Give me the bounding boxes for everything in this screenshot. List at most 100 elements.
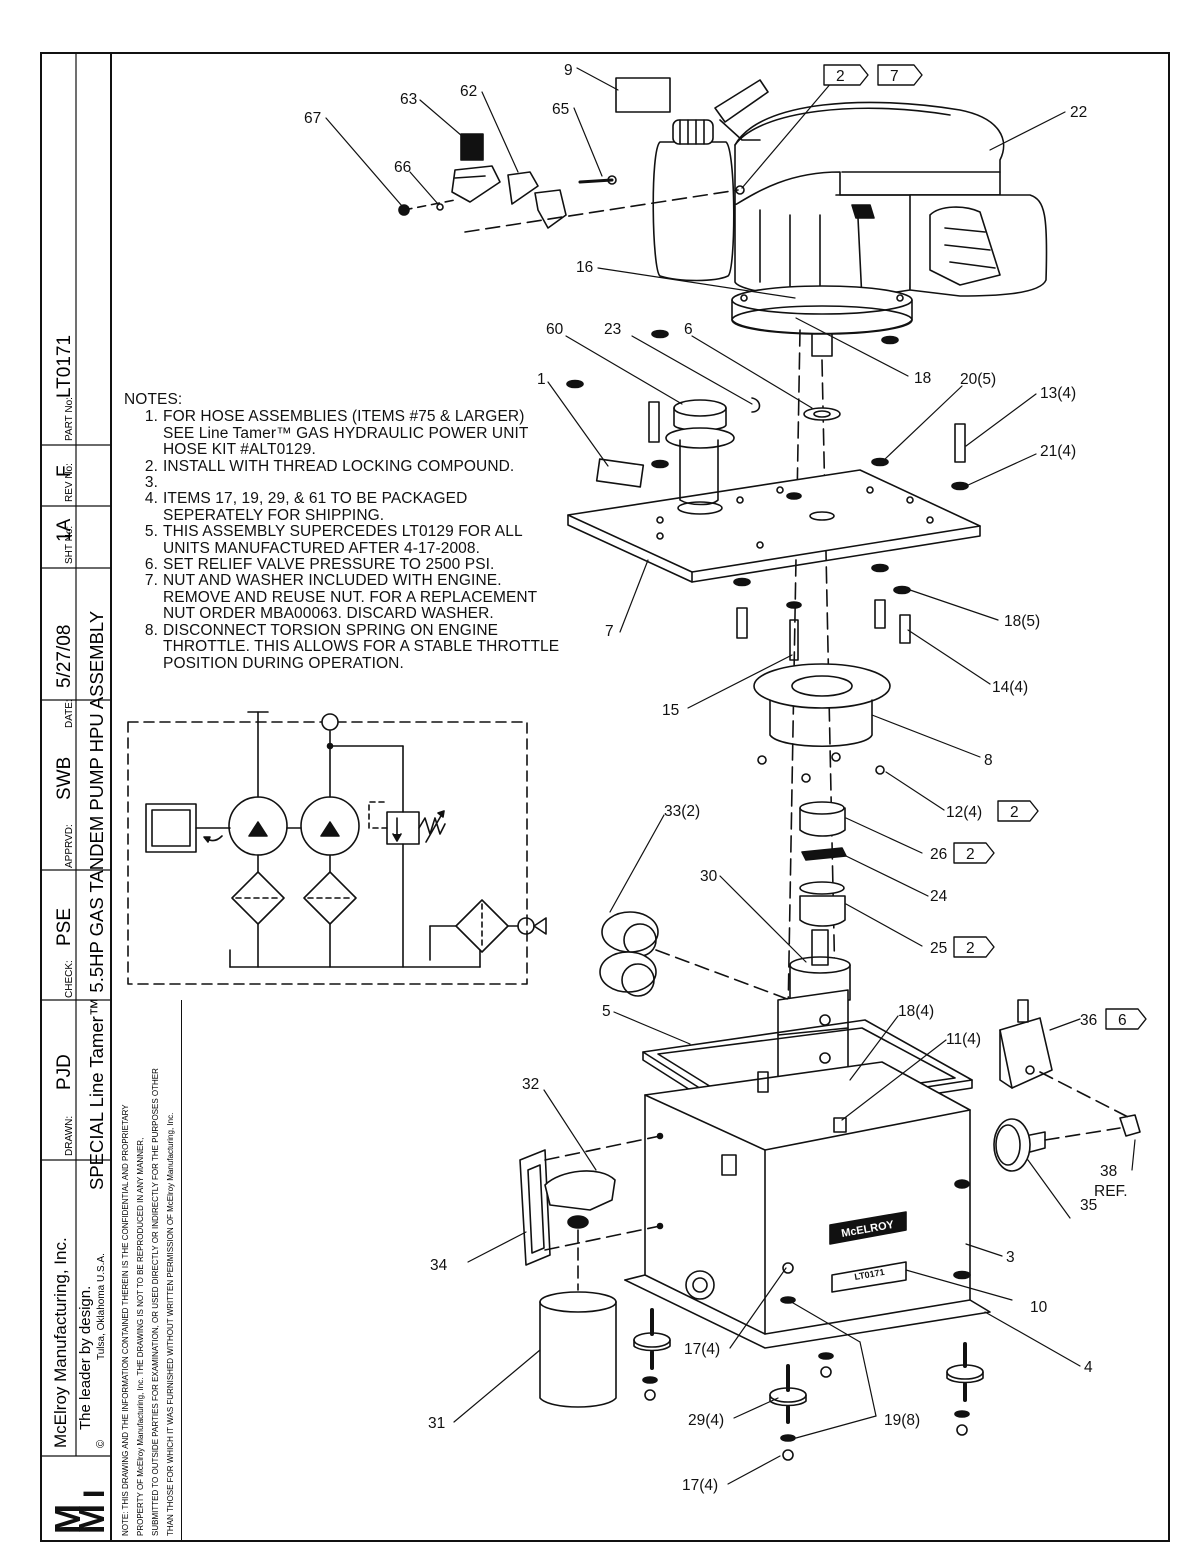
note-line: REMOVE AND REUSE NUT. FOR A REPLACEMENT [124, 588, 594, 606]
apprvd-label: APPRVD: [64, 824, 75, 868]
note-number: 6. [144, 556, 158, 574]
rev-value: F [54, 465, 75, 477]
note-number: 5. [144, 523, 158, 541]
callout-32: 32 [522, 1076, 539, 1093]
note-line: 4.ITEMS 17, 19, 29, & 61 TO BE PACKAGED [124, 490, 594, 508]
note-line: 5.THIS ASSEMBLY SUPERCEDES LT0129 FOR AL… [124, 523, 594, 541]
relief-valve-assembly [993, 999, 1141, 1172]
callout-26: 26 [930, 846, 947, 863]
sight-gauge [519, 1135, 661, 1291]
callout-5: 5 [602, 1003, 611, 1020]
mounting-plate [567, 458, 981, 583]
bolt-13 [954, 423, 966, 463]
flag-36: 6 [1118, 1012, 1127, 1029]
note-number: 1. [144, 408, 158, 426]
svg-text:M: M [71, 1504, 112, 1534]
drawing-border [40, 52, 1170, 1542]
callout-31: 31 [428, 1415, 445, 1432]
company-logo: M M I [44, 1462, 112, 1536]
bell-housing [753, 663, 891, 783]
note-text: FOR HOSE ASSEMBLIES (ITEMS #75 & LARGER) [163, 408, 525, 426]
callout-67: 67 [304, 110, 321, 127]
callout-63: 63 [400, 91, 417, 108]
callout-12: 12(4) [946, 804, 982, 821]
hydraulic-schematic [127, 711, 547, 985]
washer-6-hole [813, 410, 831, 418]
callout-9: 9 [564, 62, 573, 79]
note-number: 7. [144, 572, 158, 590]
company-location: Tulsa, Oklahoma U.S.A. [96, 1253, 107, 1360]
flag-26: 2 [966, 846, 975, 863]
gas-engine [652, 79, 1048, 357]
note-text: POSITION DURING OPERATION. [163, 654, 404, 672]
note-line: SEPERATELY FOR SHIPPING. [124, 506, 594, 524]
callout-8: 8 [984, 752, 993, 769]
bolt-14c [899, 614, 911, 644]
note-number: 2. [144, 457, 158, 475]
callout-38-ref: REF. [1094, 1183, 1128, 1200]
apprvd-value: SWB [54, 757, 75, 800]
notes-list: 1. FOR HOSE ASSEMBLIES (ITEMS #75 & LARGE… [124, 408, 594, 672]
flag-2-top: 2 [836, 68, 845, 85]
callout-17-a: 17(4) [684, 1341, 720, 1358]
callout-19: 19(8) [884, 1412, 920, 1429]
proprietary-line-1: NOTE: THIS DRAWING AND THE INFORMATION C… [121, 1104, 130, 1536]
notes-block: NOTES: 1.FOR HOSE ASSEMBLIES (ITEMS #75 … [124, 391, 594, 672]
flag-12: 2 [1010, 804, 1019, 821]
callout-13: 13(4) [1040, 385, 1076, 402]
check-value: PSE [54, 908, 75, 946]
note-text: THROTTLE. THIS ALLOWS FOR A STABLE THROT… [163, 638, 560, 656]
drawn-value: PJD [54, 1054, 75, 1090]
part-label: PART No: [64, 397, 75, 441]
suction-filter [539, 1291, 617, 1408]
washer-6 [803, 407, 841, 421]
callout-60: 60 [546, 321, 564, 338]
note-line: 3. [124, 474, 594, 491]
part-number: LT0171 [54, 335, 75, 398]
filler-breather-60 [648, 397, 761, 506]
callout-3: 3 [1006, 1249, 1015, 1266]
note-line: HOSE KIT #ALT0129. [124, 441, 594, 459]
note-line: POSITION DURING OPERATION. [124, 654, 594, 672]
isolator-mounts [633, 1262, 984, 1461]
bolt-14a [736, 607, 748, 639]
callout-16: 16 [576, 259, 593, 276]
callout-10: 10 [1030, 1299, 1048, 1316]
note-text: HOSE KIT #ALT0129. [163, 441, 316, 459]
sht-value: 1A [54, 518, 75, 542]
leader-lines [325, 67, 1136, 1485]
coupling-stack [799, 801, 847, 927]
callout-35: 35 [1080, 1197, 1097, 1214]
reservoir-tank: McELROY LT0171 [624, 1061, 991, 1349]
svg-text:I: I [78, 1490, 111, 1498]
company-name: McElroy Manufacturing, Inc. [51, 1237, 70, 1448]
proprietary-line-3: SUBMITTED TO OUTSIDE PARTIES FOR EXAMINA… [151, 1068, 160, 1536]
note-line: NUT ORDER MBA00063. DISCARD WASHER. [124, 605, 594, 622]
note-text: INSTALL WITH THREAD LOCKING COMPOUND. [163, 457, 515, 475]
callout-labels: 9 63 62 65 67 66 22 16 18 60 23 6 1 20(5… [304, 62, 1128, 1494]
callout-6: 6 [684, 321, 693, 338]
callout-18-4: 18(4) [898, 1003, 934, 1020]
callout-62: 62 [460, 83, 477, 100]
date-value: 5/27/08 [54, 625, 75, 688]
proprietary-line-2: PROPERTY OF McElroy Manufacturing, Inc. … [136, 1138, 145, 1536]
assembly-axis-left [785, 329, 801, 1131]
callout-20: 20(5) [960, 371, 996, 388]
hardware-top [566, 329, 969, 609]
note-line: THROTTLE. THIS ALLOWS FOR A STABLE THROT… [124, 638, 594, 656]
note-number: 4. [144, 490, 158, 508]
flag-7-top: 7 [890, 68, 899, 85]
callout-33: 33(2) [664, 803, 700, 820]
drawing-title: SPECIAL Line Tamer™ 5.5HP GAS TANDEM PUM… [86, 611, 107, 1190]
note-text: REMOVE AND REUSE NUT. FOR A REPLACEMENT [163, 588, 538, 606]
note-text: SEPERATELY FOR SHIPPING. [163, 506, 385, 524]
callout-22: 22 [1070, 104, 1087, 121]
callout-36: 36 [1080, 1012, 1097, 1029]
note-line: 6. SET RELIEF VALVE PRESSURE TO 2500 PSI. [124, 556, 594, 574]
return-filters [599, 911, 791, 1001]
note-flags [823, 64, 1147, 1030]
note-line: 8.DISCONNECT TORSION SPRING ON ENGINE [124, 622, 594, 639]
note-line: SEE Line Tamer™ GAS HYDRAULIC POWER UNIT [124, 425, 594, 442]
note-text: SET RELIEF VALVE PRESSURE TO 2500 PSI. [163, 556, 495, 574]
